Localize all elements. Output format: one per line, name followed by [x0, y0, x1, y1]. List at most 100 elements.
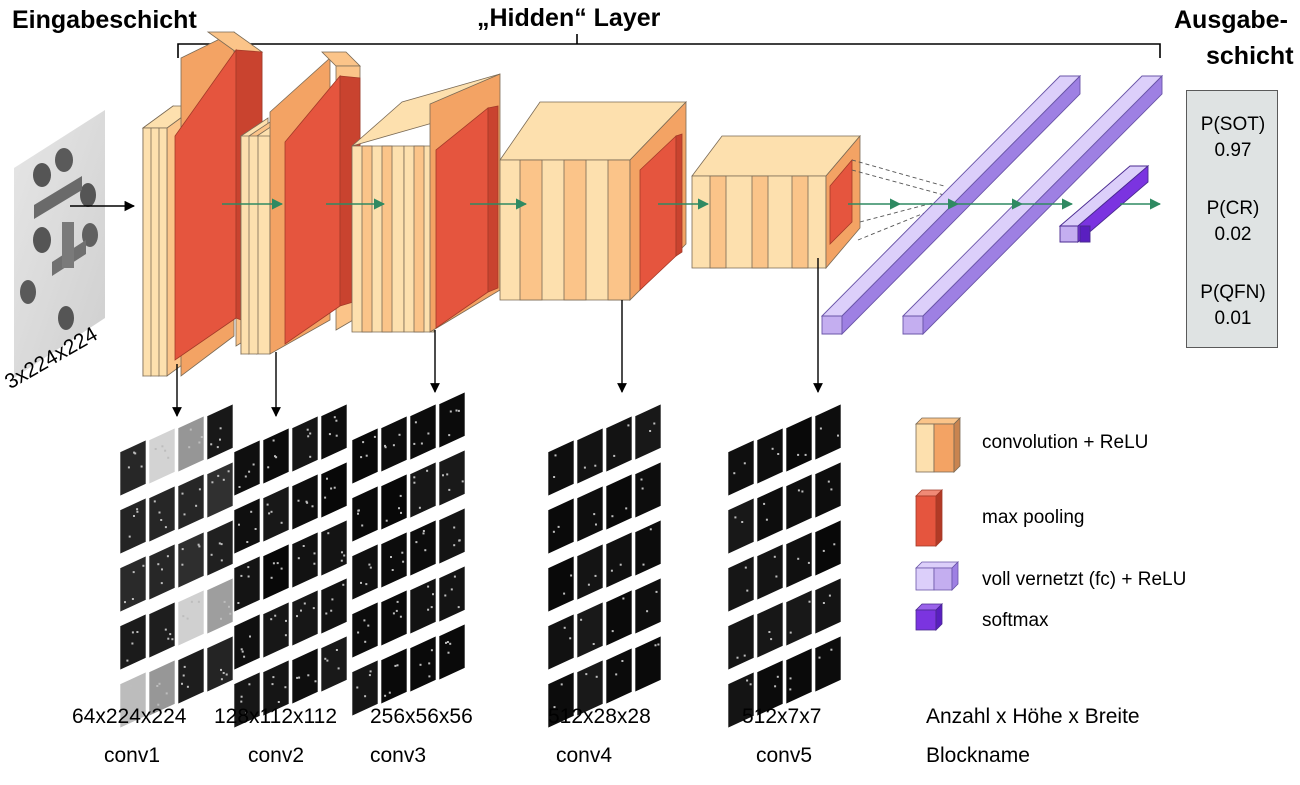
output-layer-title-line1: Ausgabe- [1174, 6, 1288, 34]
feature-map-speckle [457, 409, 460, 412]
dims-caption: Anzahl x Höhe x Breite [926, 705, 1140, 728]
conv3-dims: 256x56x56 [370, 705, 473, 728]
feature-map-tile [576, 543, 604, 601]
feature-map-speckle [445, 641, 447, 644]
feature-map-speckle [307, 674, 310, 677]
feature-map-speckle [430, 606, 433, 609]
feature-map-speckle [189, 428, 192, 431]
feature-map-tile [177, 531, 205, 589]
feature-map-speckle [198, 488, 201, 491]
feature-map-speckle [248, 683, 251, 686]
output-value-qfn: 0.01 [1214, 308, 1252, 329]
feature-map-speckle [300, 609, 302, 612]
feature-map-speckle [190, 600, 193, 603]
feature-map-speckle [388, 691, 391, 694]
feature-map-speckle [157, 563, 160, 566]
feature-map-speckle [341, 551, 343, 554]
feature-map-speckle [342, 583, 345, 586]
feature-map-speckle [640, 478, 643, 481]
legend-fc-label: voll vernetzt (fc) + ReLU [982, 569, 1187, 590]
feature-map-speckle [220, 668, 222, 671]
feature-map-speckle [595, 523, 597, 526]
feature-map-speckle [432, 593, 434, 596]
feature-map-tile [438, 391, 466, 449]
legend-pool-label: max pooling [982, 507, 1085, 528]
feature-map-speckle [140, 465, 143, 468]
conv4-name: conv4 [556, 744, 613, 767]
feature-map-speckle [765, 518, 768, 521]
feature-map-tile [727, 613, 755, 671]
feature-map-speckle [789, 631, 792, 634]
feature-map-speckle [164, 449, 167, 452]
feature-map-speckle [563, 626, 566, 629]
feature-map-speckle [830, 488, 833, 491]
feature-map-tile [756, 601, 784, 659]
feature-map-speckle [592, 643, 595, 645]
feature-map-speckle [390, 556, 392, 558]
feature-map-speckle [657, 643, 660, 646]
feature-map-tile [119, 497, 147, 555]
feature-map-speckle [138, 690, 141, 693]
feature-map-speckle [447, 651, 450, 654]
feature-map-speckle [186, 617, 189, 620]
feature-map-speckle [268, 512, 271, 515]
feature-map-tile [756, 485, 784, 543]
feature-map-speckle [368, 563, 371, 566]
fc1-layer [820, 74, 1082, 336]
feature-map-speckle [749, 683, 752, 686]
feature-map-tile [262, 485, 290, 543]
feature-map-speckle [392, 612, 395, 615]
output-value-sot: 0.97 [1214, 140, 1252, 161]
feature-map-speckle [228, 605, 230, 608]
feature-map-speckle [217, 474, 220, 477]
feature-map-speckle [183, 513, 186, 516]
feature-map-speckle [324, 657, 327, 660]
feature-map-speckle [655, 590, 658, 593]
feature-map-speckle [580, 618, 583, 621]
feature-map-speckle [625, 507, 628, 510]
feature-map-speckle [124, 601, 126, 604]
feature-map-speckle [223, 600, 226, 603]
feature-map-speckle [399, 615, 402, 618]
feature-map-speckle [818, 656, 821, 659]
feature-map-speckle [136, 508, 139, 511]
feature-map-speckle [611, 515, 614, 518]
conv5-block [691, 134, 861, 270]
feature-map-tile [206, 635, 234, 693]
feature-map-speckle [181, 682, 183, 685]
feature-map-speckle [132, 571, 135, 574]
feature-map-speckle [272, 676, 275, 679]
feature-map-tile [605, 531, 633, 589]
feature-map-speckle [570, 574, 573, 577]
feature-map-speckle [357, 509, 360, 512]
feature-map-speckle [220, 559, 223, 562]
feature-map-speckle [613, 454, 616, 457]
feature-map-speckle [337, 667, 340, 670]
fc2-layer [901, 74, 1164, 336]
feature-map-speckle [736, 656, 739, 659]
feature-map-tile [438, 507, 466, 565]
conv4-block [499, 101, 687, 301]
feature-map-tile [351, 485, 379, 543]
feature-map-tile [291, 415, 319, 473]
feature-map-speckle [254, 528, 257, 530]
feature-map-speckle [424, 549, 427, 552]
feature-map-speckle [364, 695, 367, 698]
feature-map-speckle [249, 635, 251, 638]
feature-map-speckle [453, 575, 456, 578]
feature-map-tile [177, 415, 205, 473]
feature-map-speckle [422, 530, 425, 532]
feature-map-tile [351, 659, 379, 717]
feature-map-tile [438, 449, 466, 507]
feature-map-speckle [164, 628, 167, 631]
feature-map-speckle [197, 600, 200, 603]
conv1-block [141, 31, 264, 377]
feature-map-tile [320, 577, 348, 635]
feature-map-tile [756, 659, 784, 717]
feature-map-speckle [627, 424, 630, 427]
feature-map-tile [148, 427, 176, 485]
feature-map-speckle [426, 469, 429, 472]
output-label-cr: P(CR) [1206, 198, 1260, 219]
feature-map-tile [206, 461, 234, 519]
input-layer-title: Eingabeschicht [12, 6, 197, 34]
